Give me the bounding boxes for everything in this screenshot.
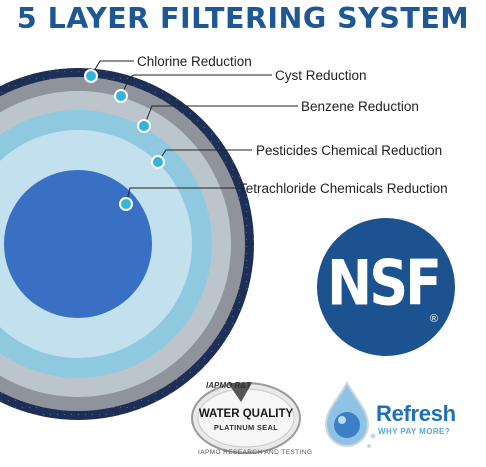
leader-line-2 [120, 74, 272, 97]
layer-label-tetrachloride: Tetrachloride Chemicals Reduction [239, 181, 448, 196]
seal-research: IAPMO RESEARCH AND TESTING [198, 449, 313, 456]
layer-label-benzene: Benzene Reduction [301, 99, 419, 114]
water-drop-icon [324, 380, 376, 448]
layer-marker-2 [114, 89, 128, 103]
layer-core [4, 170, 152, 318]
layer-label-pesticides: Pesticides Chemical Reduction [256, 143, 443, 158]
layer-marker-4 [151, 155, 165, 169]
layer-label-cyst: Cyst Reduction [275, 68, 367, 83]
layer-marker-3 [137, 119, 151, 133]
page-title: 5 LAYER FILTERING SYSTEM [16, 2, 470, 35]
refresh-brand: Refresh [376, 401, 456, 426]
leader-line-3 [143, 105, 298, 127]
refresh-tagline: WHY PAY MORE? [378, 427, 451, 436]
iapmo-seal-icon [191, 382, 301, 454]
layer-marker-5 [119, 197, 133, 211]
seal-org: IAPMO R&T [206, 381, 251, 390]
layer-marker-1 [84, 69, 98, 83]
nsf-mark: NSF [327, 247, 442, 320]
nsf-registered-mark: ® [429, 313, 438, 325]
seal-water-quality: WATER QUALITY [198, 408, 294, 420]
seal-platinum: PLATINUM SEAL [213, 423, 279, 432]
nsf-logo-icon: NSF ® [317, 218, 455, 356]
layer-label-chlorine: Chlorine Reduction [137, 54, 252, 69]
